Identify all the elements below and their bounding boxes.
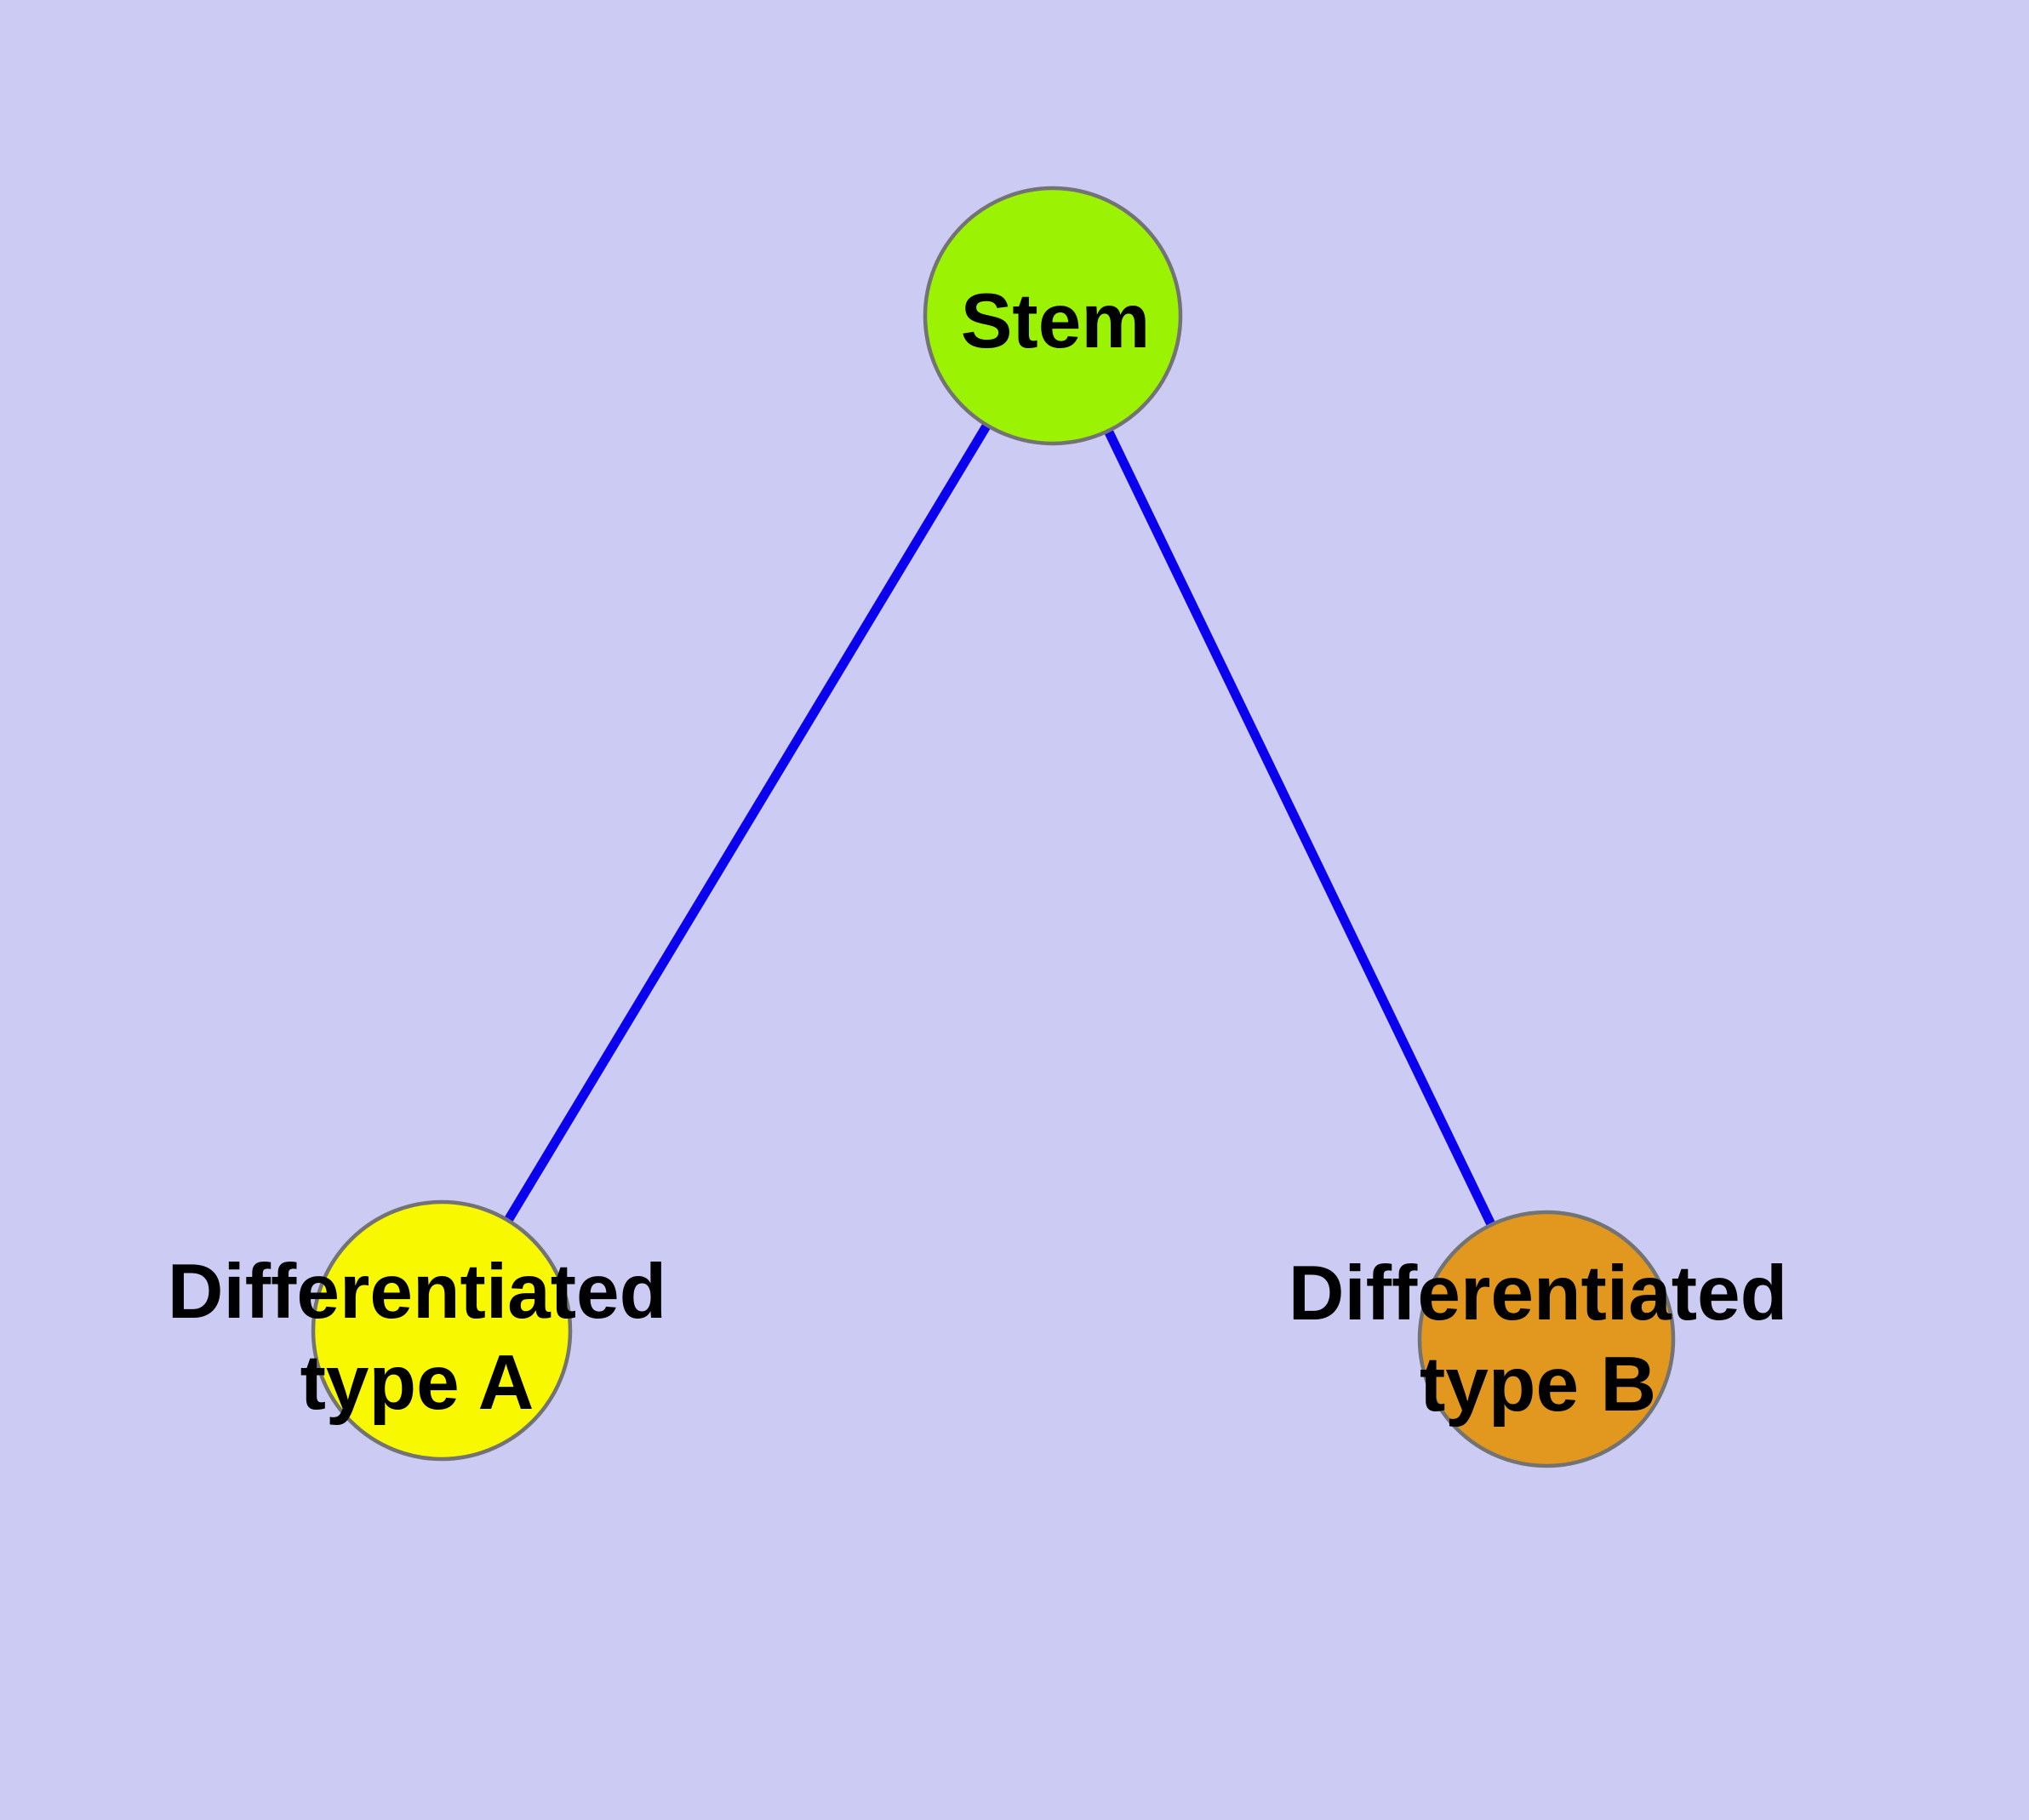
node-label-line: type B — [1420, 1342, 1656, 1428]
node-label-line: Differentiated — [1289, 1251, 1788, 1336]
edge-stem-to-differentiated-type-a — [437, 313, 1057, 1333]
node-stem — [923, 186, 1183, 446]
edges-layer — [437, 313, 1551, 1342]
node-label-line: type A — [300, 1340, 534, 1426]
node-label-line: Stem — [961, 278, 1151, 364]
node-differentiated-type-b — [1417, 1210, 1676, 1468]
node-label-stem: Stem — [961, 278, 1151, 364]
node-differentiated-type-a — [311, 1199, 573, 1462]
node-label-line: Differentiated — [168, 1249, 667, 1335]
nodes-layer — [311, 186, 1676, 1468]
edge-stem-to-differentiated-type-b — [1049, 313, 1551, 1342]
